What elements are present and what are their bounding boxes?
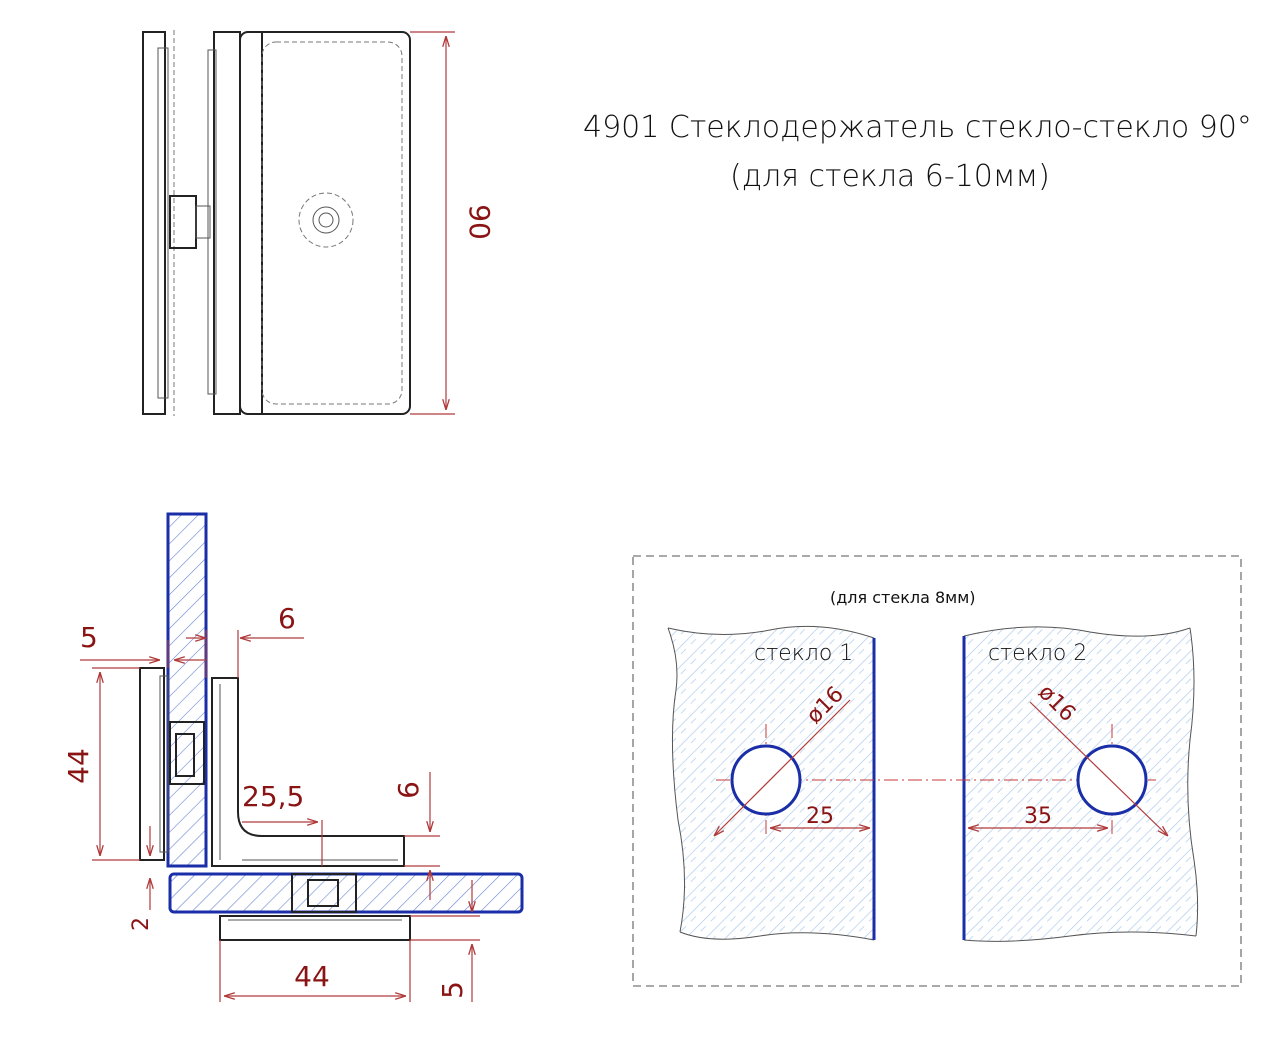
section-vertical-glass xyxy=(166,512,208,868)
dim-6-right: 6 xyxy=(392,781,425,799)
glass-layout-frame xyxy=(632,555,1242,987)
top-view-hole-outer xyxy=(298,192,354,248)
dim-35: 35 xyxy=(1024,804,1052,829)
top-view: 90 xyxy=(142,30,496,416)
section-horizontal-glass xyxy=(168,872,524,914)
dim-5-top: 5 xyxy=(80,621,98,654)
glass-thickness-note: (для стекла 8мм) xyxy=(830,588,976,607)
dim-25: 25 xyxy=(806,804,834,829)
dim-44-vertical: 44 xyxy=(62,748,95,784)
glass-2-hole xyxy=(1076,744,1148,816)
dim-5-bottom: 5 xyxy=(436,981,469,999)
section-view: 5 6 44 25,5 6 2 44 5 xyxy=(62,512,524,1002)
dim-44-horizontal: 44 xyxy=(294,960,330,993)
section-l-body xyxy=(211,677,405,867)
glass-2-label: стекло 2 xyxy=(988,641,1087,666)
drawing-title: 4901 Стеклодержатель стекло-стекло 90° xyxy=(583,110,1252,145)
glass-1-hole xyxy=(730,744,802,816)
dim-6-top: 6 xyxy=(278,602,296,635)
glass-layout: (для стекла 8мм) стекло 1 стекло 2 ø16 ø… xyxy=(632,555,1242,987)
top-view-left-plate xyxy=(142,31,166,415)
drawing-subtitle: (для стекла 6-10мм) xyxy=(730,159,1050,194)
top-view-right-body xyxy=(239,31,411,415)
section-bottom-plate xyxy=(219,915,411,941)
dim-2: 2 xyxy=(129,917,154,931)
glass-1-label: стекло 1 xyxy=(754,641,853,666)
dim-90: 90 xyxy=(463,204,496,240)
dim-25-5: 25,5 xyxy=(242,780,304,813)
